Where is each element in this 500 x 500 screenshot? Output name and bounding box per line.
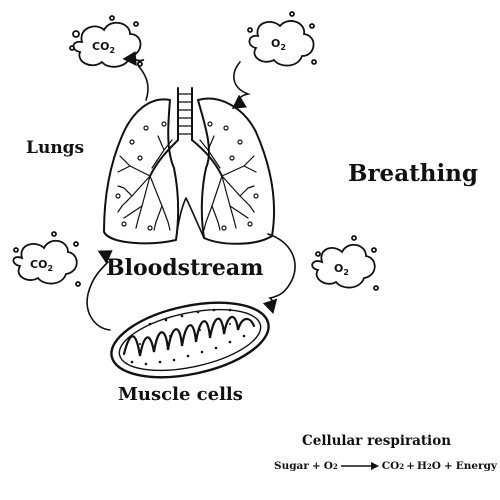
eq-plus-2: + bbox=[406, 460, 415, 472]
eq-o2-sub: 2 bbox=[332, 461, 338, 471]
eq-energy: Energy bbox=[455, 460, 498, 472]
lungs-label: Lungs bbox=[26, 138, 85, 158]
curved-arrow-icon-o2-in bbox=[231, 61, 251, 109]
eq-co2: CO bbox=[381, 460, 400, 472]
cellular-respiration-title: Cellular respiration bbox=[302, 433, 452, 449]
breathing-label: Breathing bbox=[348, 160, 478, 187]
bloodstream-label: Bloodstream bbox=[106, 255, 264, 281]
co2-left-text: CO2 bbox=[30, 258, 53, 273]
eq-h2o-sub: 2 bbox=[426, 461, 432, 471]
o2-top-text: O2 bbox=[271, 37, 286, 52]
curved-arrow-icon-to-cell bbox=[262, 233, 296, 315]
curved-arrow-icon bbox=[122, 51, 149, 101]
eq-sugar: Sugar bbox=[274, 460, 309, 472]
co2-cloud-icon: CO2 bbox=[69, 15, 143, 68]
eq-o2: O bbox=[323, 460, 333, 472]
muscle-cells-label: Muscle cells bbox=[118, 384, 243, 405]
eq-co2-sub: 2 bbox=[399, 461, 405, 471]
eq-h2o-h: H bbox=[416, 460, 427, 472]
o2-cloud-icon-right: O2 bbox=[311, 235, 379, 291]
lungs-illustration bbox=[103, 87, 275, 245]
co2-cloud-icon-left: CO2 bbox=[12, 231, 81, 287]
eq-plus-1: + bbox=[311, 460, 321, 472]
o2-cloud-icon: O2 bbox=[247, 11, 317, 67]
eq-plus-3: + bbox=[443, 460, 453, 472]
o2-right-text: O2 bbox=[334, 262, 349, 277]
equation-arrow-icon bbox=[340, 462, 379, 470]
curved-arrow-icon-from-cell bbox=[86, 250, 113, 331]
mitochondrion-illustration bbox=[110, 301, 270, 379]
eq-h2o-o: O bbox=[431, 460, 441, 472]
co2-top-text: CO2 bbox=[92, 40, 115, 55]
